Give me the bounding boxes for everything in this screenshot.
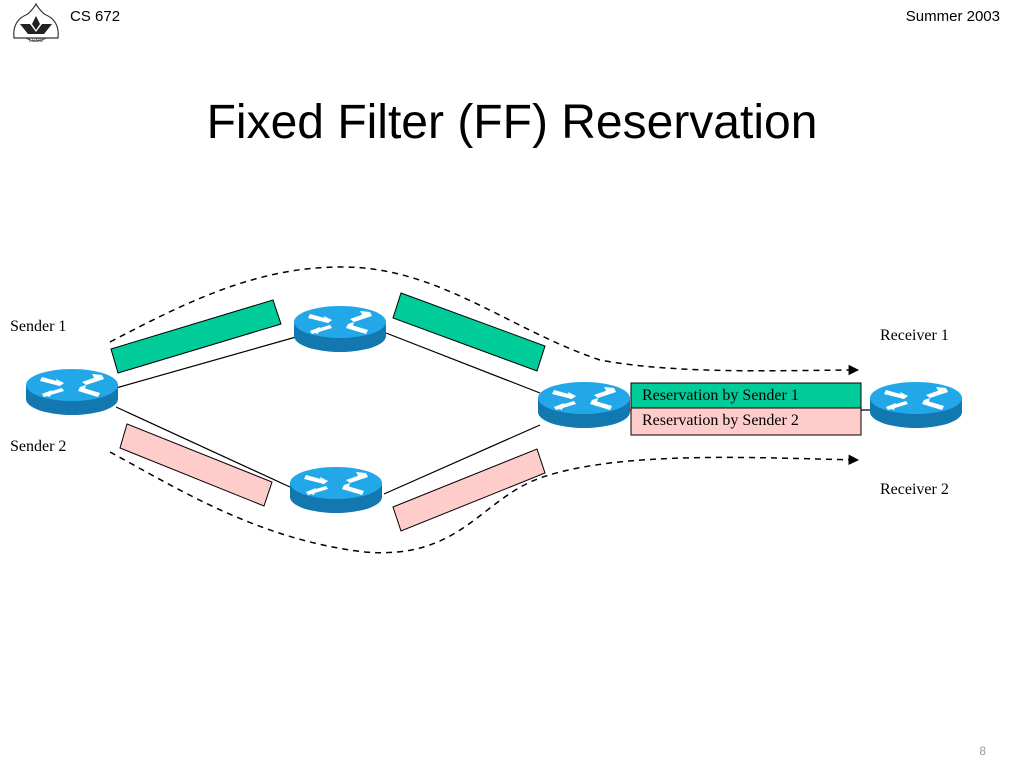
- term-label: Summer 2003: [905, 8, 1000, 25]
- course-label: CS 672: [70, 8, 121, 25]
- link-sender-lower: [115, 406, 291, 488]
- router-icon-merge: [538, 382, 630, 428]
- flow-path-sender1: [109, 266, 860, 376]
- page-number: 8: [979, 744, 986, 758]
- legend-text-sender1: Reservation by Sender 1: [642, 387, 799, 404]
- link-upper-merge: [385, 332, 541, 394]
- link-sender-upper: [115, 336, 297, 389]
- slide-title: Fixed Filter (FF) Reservation: [206, 96, 818, 149]
- reservation-bar-sender2-link2: [392, 448, 546, 532]
- label-receiver2: Receiver 2: [880, 481, 949, 498]
- label-receiver1: Receiver 1: [880, 327, 949, 344]
- router-icon-sender: [26, 369, 118, 415]
- reservation-bar-sender2-link1: [119, 423, 273, 507]
- flow-path-sender2: [109, 451, 860, 554]
- legend-text-sender2: Reservation by Sender 2: [642, 412, 799, 429]
- label-sender1: Sender 1: [10, 318, 66, 335]
- router-icon-lower: [290, 467, 382, 513]
- router-icon-receiver: [870, 382, 962, 428]
- reservation-legend: Reservation by Sender 1 Reservation by S…: [630, 382, 862, 436]
- link-lower-merge: [383, 424, 541, 495]
- label-sender2: Sender 2: [10, 438, 66, 455]
- reservation-bar-sender1-link2: [392, 292, 546, 372]
- legend-row-sender2: [630, 407, 862, 436]
- reservation-bar-sender1-link1: [110, 299, 282, 374]
- lums-logo: LUMS: [13, 2, 59, 44]
- logo-text: LUMS: [29, 38, 44, 44]
- router-icon-upper: [294, 306, 386, 352]
